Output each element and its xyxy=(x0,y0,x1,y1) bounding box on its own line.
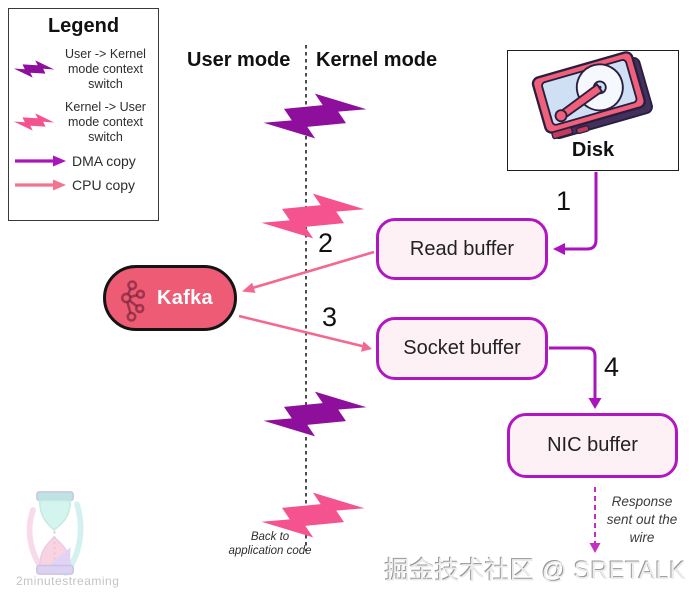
cpu-copy-arrow-step3 xyxy=(238,314,372,352)
step-number-3: 3 xyxy=(322,302,338,332)
kernel-to-user-context-switch-bolt-1 xyxy=(258,186,368,246)
disk-node: Disk xyxy=(507,50,679,171)
back-to-application-note: Back to application code xyxy=(228,531,312,557)
step-number-2: 2 xyxy=(318,228,334,258)
kafka-node: Kafka xyxy=(103,265,237,331)
kernel-to-user-bolt-icon xyxy=(12,108,56,136)
dma-copy-arrow-step1 xyxy=(553,172,598,255)
legend-label: CPU copy xyxy=(72,177,136,194)
legend-label: User -> Kernel mode context switch xyxy=(65,47,146,91)
legend-item-kernel-to-user: Kernel -> User mode context switch xyxy=(9,100,158,144)
legend-item-dma-copy: DMA copy xyxy=(9,153,158,170)
response-dashed-arrow xyxy=(589,487,601,553)
read-buffer-node: Read buffer xyxy=(376,218,548,280)
cpu-copy-arrow-step2 xyxy=(242,250,375,293)
disk-icon xyxy=(518,51,668,143)
legend-label: Kernel -> User mode context switch xyxy=(65,100,146,144)
user-to-kernel-context-switch-bolt-2 xyxy=(260,384,370,444)
community-watermark: 掘金技术社区 @ SRETALK xyxy=(384,557,686,585)
nic-buffer-node: NIC buffer xyxy=(507,413,678,478)
socket-buffer-node: Socket buffer xyxy=(376,317,548,380)
user-mode-label: User mode xyxy=(187,49,291,71)
step-number-1: 1 xyxy=(556,186,572,216)
user-to-kernel-bolt-icon xyxy=(12,55,56,83)
legend-box: Legend User -> Kernel mode context switc… xyxy=(8,8,159,221)
hourglass-logo-icon xyxy=(20,489,90,577)
kafka-logo-icon xyxy=(115,277,145,325)
kafka-label: Kafka xyxy=(157,286,213,309)
legend-item-user-to-kernel: User -> Kernel mode context switch xyxy=(9,47,158,91)
step-number-4: 4 xyxy=(604,352,620,382)
brand-watermark: 2minutestreaming xyxy=(16,574,120,588)
user-to-kernel-context-switch-bolt-1 xyxy=(260,86,370,146)
response-wire-note: Response sent out the wire xyxy=(606,494,678,546)
legend-item-cpu-copy: CPU copy xyxy=(9,177,158,194)
kernel-mode-label: Kernel mode xyxy=(316,49,438,71)
dma-copy-arrow-icon xyxy=(12,153,68,169)
legend-title: Legend xyxy=(47,15,120,37)
cpu-copy-arrow-icon xyxy=(12,177,68,193)
disk-label: Disk xyxy=(571,139,615,161)
legend-label: DMA copy xyxy=(72,152,136,169)
dma-copy-arrow-step4 xyxy=(549,346,602,409)
